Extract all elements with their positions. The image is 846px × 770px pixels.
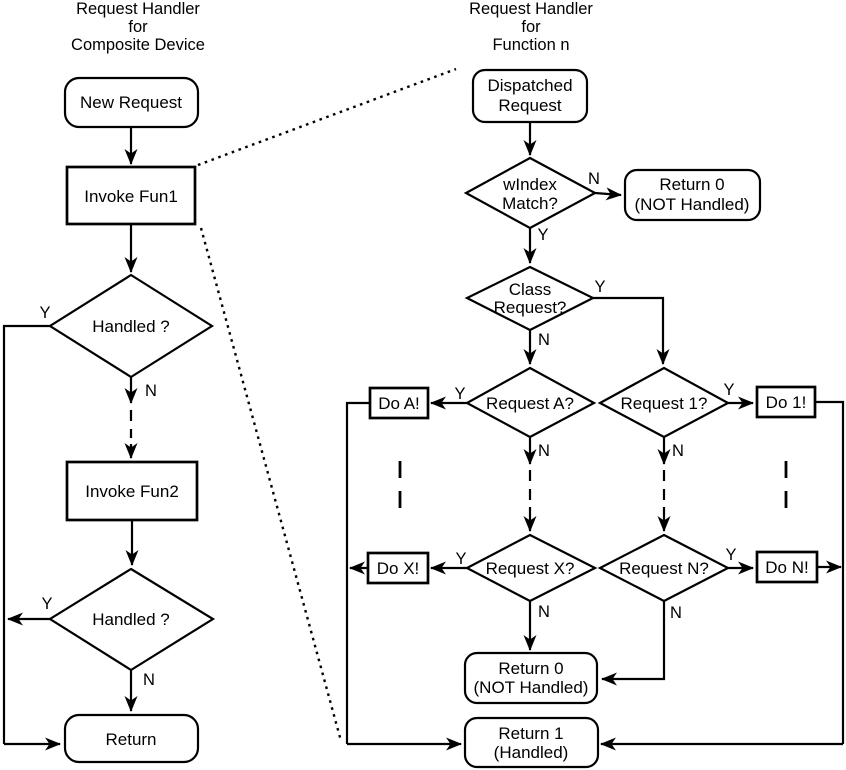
windex-yes-label: Y <box>537 226 548 244</box>
do-1-label: Do 1! <box>766 393 807 412</box>
class-request-label-line2: Request? <box>494 298 567 317</box>
handled1-yes-label: Y <box>39 304 50 322</box>
windex-match-label-line2: Match? <box>502 194 558 213</box>
invoke-fun2-shape <box>65 460 199 522</box>
request-a-no-label: N <box>538 442 550 460</box>
node-class-request-decision: Class Request? <box>464 265 596 332</box>
edge-request-n-no-to-return0 <box>601 601 666 686</box>
node-request-1-decision: Request 1? <box>597 366 731 439</box>
node-request-x-decision: Request X? <box>464 533 598 603</box>
node-return1: Return 1 (Handled) <box>463 716 600 769</box>
right-chart-title-line2: for <box>521 18 541 36</box>
handled1-label: Handled ? <box>92 317 170 336</box>
dispatched-request-shape <box>471 68 589 124</box>
class-request-no-label: N <box>538 331 550 349</box>
return0-top-label-line2: (NOT Handled) <box>635 195 750 214</box>
node-return: Return <box>63 713 200 764</box>
left-chart-title-line3: Composite Device <box>71 36 205 54</box>
zoom-connector-top-dotted-line <box>197 67 457 167</box>
request-x-no-label: N <box>538 603 550 621</box>
do-1-shape <box>755 385 817 419</box>
edge-do1-down-rail <box>815 400 845 744</box>
return-label: Return <box>105 730 156 749</box>
request-1-label: Request 1? <box>621 394 708 413</box>
edge-class-yes-to-request1 <box>593 296 670 365</box>
handled1-shape <box>47 273 215 379</box>
return0-bottom-shape <box>463 651 599 705</box>
new-request-shape <box>63 76 200 129</box>
do-a-shape <box>368 386 430 420</box>
node-dispatched-request: Dispatched Request <box>471 68 589 124</box>
dispatched-request-label-line1: Dispatched <box>487 76 572 95</box>
do-x-shape <box>366 551 430 585</box>
do-x-label: Do X! <box>377 559 420 578</box>
windex-match-label-line1: wIndex <box>502 175 557 194</box>
invoke-fun1-shape <box>65 165 197 226</box>
edge-handled1-yes-down-left <box>2 324 50 744</box>
request-1-no-label: N <box>672 442 684 460</box>
handled2-label: Handled ? <box>92 610 170 629</box>
node-new-request: New Request <box>63 76 200 129</box>
node-handled1-decision: Handled ? <box>47 273 215 379</box>
request-x-label: Request X? <box>486 559 575 578</box>
right-chart-title-line3: Function n <box>492 36 569 54</box>
request-a-yes-label: Y <box>454 385 465 403</box>
handled2-no-label: N <box>143 671 155 689</box>
handled2-yes-label: Y <box>41 595 52 613</box>
return1-label-line2: (Handled) <box>494 743 569 762</box>
dispatched-request-label-line2: Request <box>498 96 562 115</box>
request-n-shape <box>597 533 731 603</box>
do-n-label: Do N! <box>765 558 808 577</box>
node-request-n-decision: Request N? <box>597 533 731 603</box>
windex-no-label: N <box>588 170 600 188</box>
do-n-shape <box>755 550 819 584</box>
class-request-label-line1: Class <box>509 280 552 299</box>
return1-shape <box>463 716 600 769</box>
return0-bottom-label-line2: (NOT Handled) <box>474 678 589 697</box>
node-return0-bottom: Return 0 (NOT Handled) <box>463 651 599 705</box>
node-do-1: Do 1! <box>755 385 817 419</box>
invoke-fun1-label: Invoke Fun1 <box>84 187 178 206</box>
right-chart-title-line1: Request Handler <box>469 0 593 18</box>
do-a-label: Do A! <box>378 394 420 413</box>
node-invoke-fun1: Invoke Fun1 <box>65 165 197 226</box>
node-windex-match-decision: wIndex Match? <box>463 156 598 230</box>
request-n-label: Request N? <box>619 559 709 578</box>
return0-top-shape <box>623 168 762 222</box>
left-chart-title-line2: for <box>128 18 148 36</box>
request-x-yes-label: Y <box>455 550 466 568</box>
invoke-fun2-label: Invoke Fun2 <box>85 482 179 501</box>
node-handled2-decision: Handled ? <box>47 567 216 672</box>
node-do-n: Do N! <box>755 550 819 584</box>
request-1-shape <box>597 366 731 439</box>
left-flowchart: Request Handler for Composite Device New… <box>2 0 216 764</box>
new-request-label: New Request <box>80 93 182 112</box>
request-a-label: Request A? <box>486 394 574 413</box>
request-a-shape <box>464 366 597 439</box>
class-request-yes-label: Y <box>594 278 605 296</box>
right-flowchart: Request Handler for Function n Dispatche… <box>345 0 845 769</box>
node-do-x: Do X! <box>366 551 430 585</box>
node-request-a-decision: Request A? <box>464 366 597 439</box>
node-invoke-fun2: Invoke Fun2 <box>65 460 199 522</box>
zoom-connector-bottom-dotted-line <box>199 227 343 742</box>
windex-match-shape <box>463 156 598 230</box>
request-x-shape <box>464 533 598 603</box>
return1-label-line1: Return 1 <box>498 724 563 743</box>
handled1-no-label: N <box>145 382 157 400</box>
edge-do-a-down-rail <box>345 401 370 744</box>
request-n-no-label: N <box>670 604 682 622</box>
edge-windex-no-to-return0-top <box>594 187 622 201</box>
class-request-shape <box>464 265 596 332</box>
return-shape <box>63 713 200 764</box>
request-1-yes-label: Y <box>723 381 734 399</box>
node-do-a: Do A! <box>368 386 430 420</box>
left-chart-title-line1: Request Handler <box>76 0 200 18</box>
node-return0-top: Return 0 (NOT Handled) <box>623 168 762 222</box>
return0-top-label-line1: Return 0 <box>659 175 724 194</box>
return0-bottom-label-line1: Return 0 <box>498 659 563 678</box>
handled2-shape <box>47 567 216 672</box>
request-n-yes-label: Y <box>725 546 736 564</box>
